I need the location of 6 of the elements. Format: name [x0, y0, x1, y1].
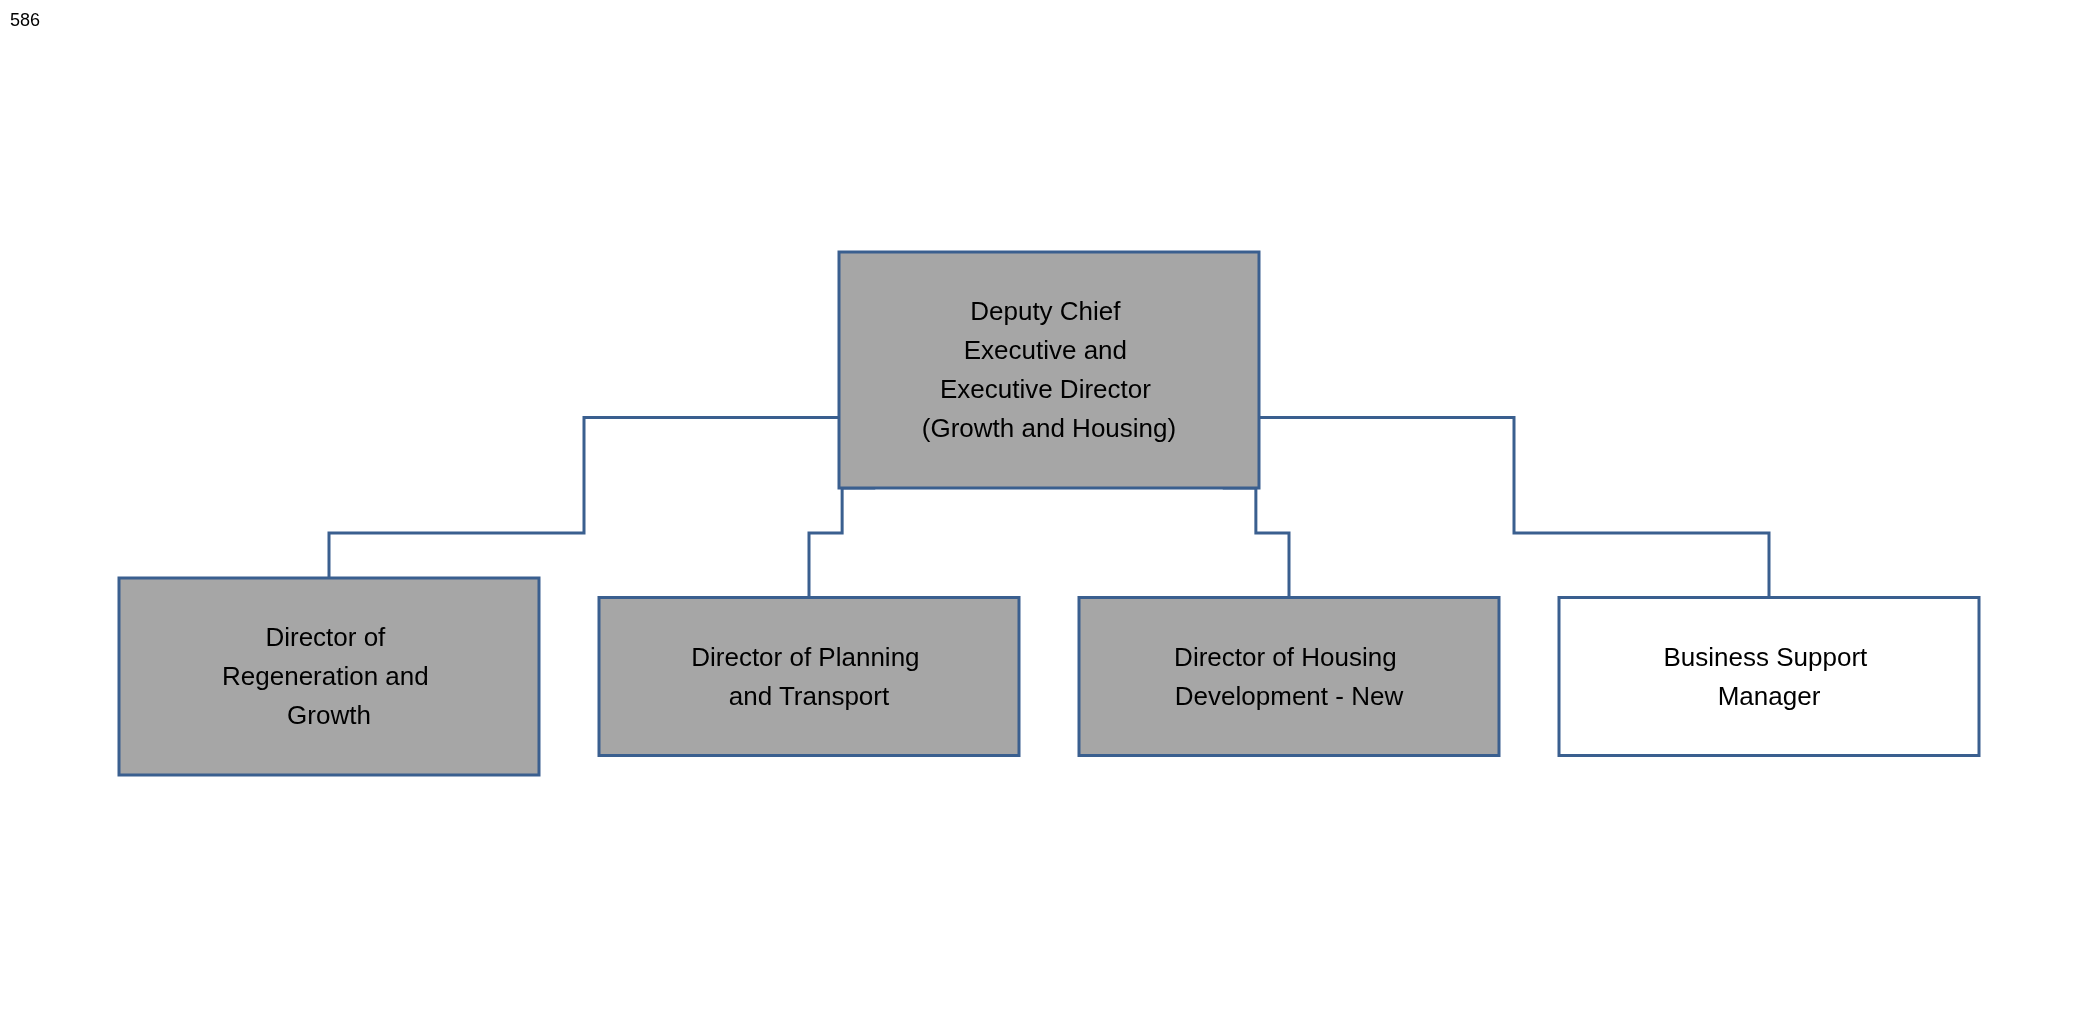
node-box: Director of Housing Development - New — [1077, 596, 1501, 757]
page-number: 586 — [10, 10, 41, 31]
node-box: Deputy Chief Executive and Executive Director (Growth and Housing) — [837, 250, 1261, 490]
node-box: Director of Planning and Transport — [597, 596, 1021, 757]
node-box: Business Support Manager — [1557, 596, 1981, 757]
node-box: Director of Regeneration and Growth — [117, 576, 541, 777]
